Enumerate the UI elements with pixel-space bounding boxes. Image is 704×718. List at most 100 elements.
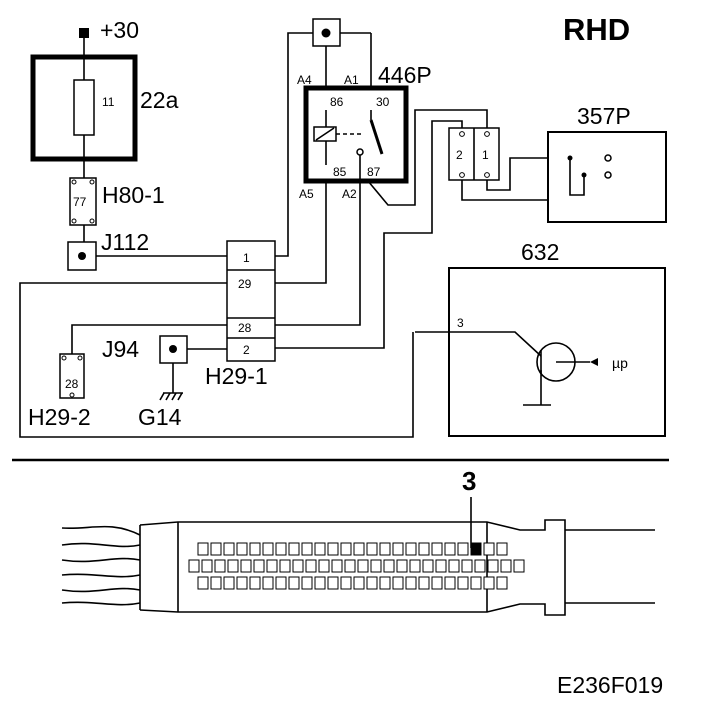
relay-pin-86: 86 <box>330 95 344 109</box>
pin-cavity <box>197 542 209 556</box>
ecu-632: 632 3 µp <box>415 239 666 437</box>
connector-357p-plug: 2 1 <box>448 127 500 181</box>
splice-j94: J94 <box>102 335 188 364</box>
pin-cavity <box>236 542 248 556</box>
pin-cavity <box>357 559 369 573</box>
pin-cavity <box>396 559 408 573</box>
pin-cavity <box>496 576 508 590</box>
pin-cavity <box>292 559 304 573</box>
pin-cavity <box>405 576 417 590</box>
pin-cavity <box>288 542 300 556</box>
supply-label: +30 <box>100 17 139 43</box>
pin-cavity <box>249 576 261 590</box>
fuse-22a: 11 22a <box>30 54 179 162</box>
pin-cavity <box>227 559 239 573</box>
ground-g14: G14 <box>138 392 183 430</box>
h80-label: H80-1 <box>102 182 165 208</box>
g14-label: G14 <box>138 404 182 430</box>
pin-cavity <box>223 576 235 590</box>
pin-cavity <box>318 559 330 573</box>
fuse-rating: 11 <box>102 95 115 109</box>
pin-cavity <box>500 559 512 573</box>
pin-cavity <box>301 576 313 590</box>
pin-cavity <box>340 576 352 590</box>
pin-cavity <box>513 559 525 573</box>
j112-label: J112 <box>101 229 149 255</box>
pin-cavity <box>240 559 252 573</box>
pin-cavity <box>366 542 378 556</box>
pin-cavity <box>275 542 287 556</box>
pin-cavity <box>301 542 313 556</box>
357p-pin-2: 2 <box>456 148 463 162</box>
connector-pin-grid <box>188 542 525 590</box>
figure-code: E236F019 <box>557 672 663 698</box>
pin-cavity <box>392 576 404 590</box>
pin-cavity <box>275 576 287 590</box>
pin-cavity <box>496 542 508 556</box>
h29-2-pin: 28 <box>65 377 79 391</box>
pin-cavity <box>236 576 248 590</box>
pin-cavity <box>314 576 326 590</box>
pin-cavity <box>210 576 222 590</box>
pin-cavity <box>327 576 339 590</box>
relay-term-a2: A2 <box>342 187 357 201</box>
pin-cavity <box>383 559 395 573</box>
pin-cavity <box>487 559 499 573</box>
pin-cavity <box>214 559 226 573</box>
pin-cavity <box>305 559 317 573</box>
357p-pin-1: 1 <box>482 148 489 162</box>
pin-cavity <box>457 542 469 556</box>
pin-cavity <box>409 559 421 573</box>
h29-1-pin-28: 28 <box>238 321 252 335</box>
pin-cavity <box>461 559 473 573</box>
connector-h29-1: 1 29 28 2 H29-1 <box>205 240 276 389</box>
component-357p: 357P <box>547 103 667 223</box>
h29-2-label: H29-2 <box>28 404 91 430</box>
j94-label: J94 <box>102 336 139 362</box>
pin-cavity <box>366 576 378 590</box>
relay-pin-30: 30 <box>376 95 390 109</box>
supply-node: +30 <box>79 17 139 43</box>
pin-cavity <box>331 559 343 573</box>
pin-cavity <box>435 559 447 573</box>
splice-j112: J112 <box>67 229 149 271</box>
pin-cavity-3 <box>470 542 482 556</box>
h29-1-label: H29-1 <box>205 363 268 389</box>
relay-446p: 86 30 85 87 A4 A1 A5 A2 446P <box>297 62 432 201</box>
pin-cavity <box>444 576 456 590</box>
relay-pin-85: 85 <box>333 165 347 179</box>
pin-cavity <box>474 559 486 573</box>
h29-1-pin-1: 1 <box>243 251 250 265</box>
h29-1-pin-2: 2 <box>243 343 250 357</box>
pin-cavity <box>422 559 434 573</box>
relay-label: 446P <box>378 62 432 88</box>
pin-cavity <box>405 542 417 556</box>
pin-cavity <box>253 559 265 573</box>
pin-cavity <box>483 576 495 590</box>
pin-cavity <box>457 576 469 590</box>
357p-label: 357P <box>577 103 631 129</box>
pin-cavity <box>470 576 482 590</box>
pin-cavity <box>370 559 382 573</box>
pin-cavity <box>197 576 209 590</box>
pin-cavity <box>431 542 443 556</box>
pin-cavity <box>353 542 365 556</box>
pin-cavity <box>188 559 200 573</box>
h80-pin: 77 <box>73 195 87 209</box>
fuse-label: 22a <box>140 87 179 113</box>
pin-cavity <box>314 542 326 556</box>
ecu-pin: 3 <box>457 316 464 330</box>
relay-term-a1: A1 <box>344 73 359 87</box>
pin-callout: 3 <box>462 466 476 496</box>
pin-cavity <box>327 542 339 556</box>
pin-cavity <box>483 542 495 556</box>
pin-cavity <box>249 542 261 556</box>
pin-cavity <box>201 559 213 573</box>
relay-pin-87: 87 <box>367 165 381 179</box>
connector-h80-1: 77 H80-1 <box>69 177 165 226</box>
pin-cavity <box>431 576 443 590</box>
connector-h29-2: 28 H29-2 <box>28 353 91 430</box>
micro-label: µp <box>612 355 628 371</box>
